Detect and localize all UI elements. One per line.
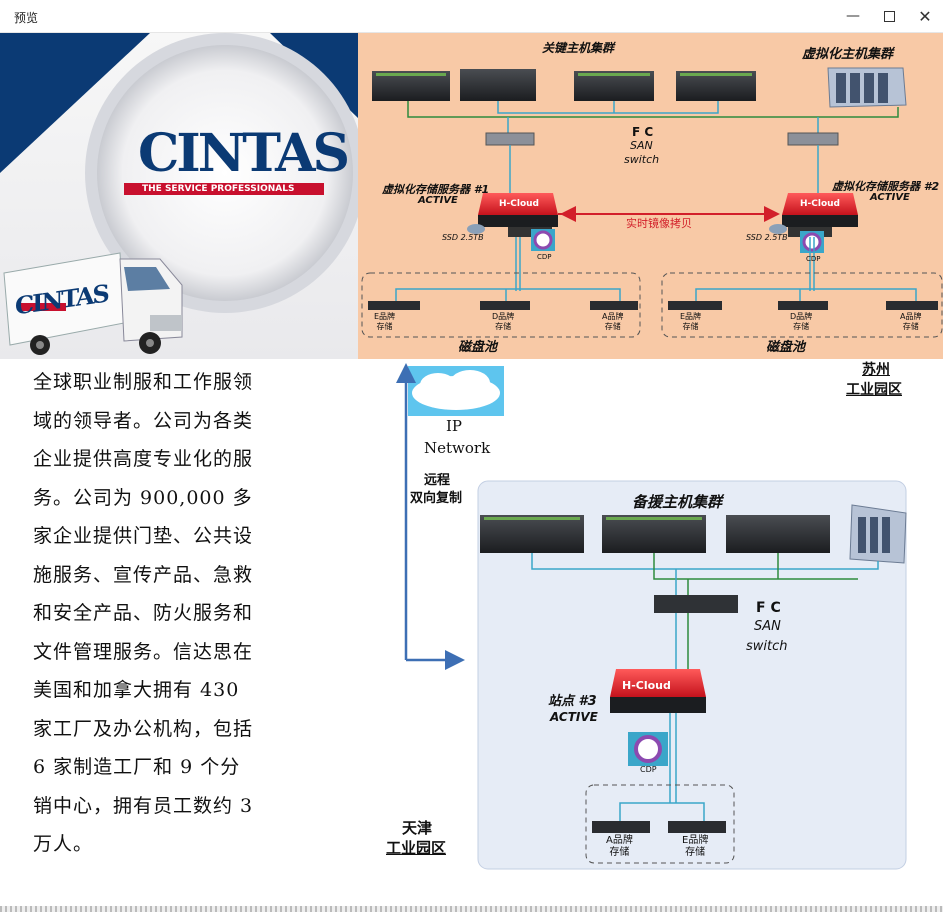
ip-label: IP (446, 417, 463, 435)
description-line: 企业提供高度专业化的服 (33, 448, 254, 470)
description-line: 施服务、宣传产品、急救 (33, 563, 254, 586)
storage-left-e: E品牌 存储 (374, 312, 396, 331)
storage-right-a: A品牌 存储 (900, 312, 922, 331)
ip-network-cloud-icon (408, 366, 504, 416)
storage-left-d: D品牌 存储 (492, 312, 515, 331)
fc-label-bottom: F C (756, 600, 781, 616)
backup-virtual-rack (849, 504, 907, 564)
disk-pool-right (661, 272, 943, 338)
window-title: 预览 (14, 11, 39, 25)
disk-pool-label-left: 磁盘池 (458, 340, 498, 355)
company-description: 全球职业制服和工作服领 域的领导者。公司为各类 企业提供高度专业化的服 务。公司… (33, 363, 283, 864)
hcloud-label-2: H-Cloud (800, 199, 840, 209)
san-label-top: SAN (630, 139, 653, 152)
minimize-button[interactable]: — (831, 0, 875, 32)
storage-server-2-label: 虚拟化存储服务器 #2 (832, 180, 940, 193)
description-line: 域的领导者。公司为各类 (33, 409, 254, 432)
site3-storage-e: E品牌 存储 (682, 835, 709, 858)
san-switch-right (787, 132, 839, 146)
description-line: 家工厂及办公机构，包括 (33, 717, 254, 740)
storage-server-1-icon (478, 193, 558, 237)
logo-background (0, 33, 358, 313)
key-host-cluster-label: 关键主机集群 (542, 41, 615, 55)
cdp-label-3: CDP (640, 765, 657, 774)
remote-label: 远程 (424, 473, 451, 488)
cdp-icon-right (800, 231, 824, 253)
cdp-label-1: CDP (537, 253, 552, 261)
description-line: 6 家制造工厂和 9 个分 (33, 756, 241, 778)
backup-host-cluster-label: 备援主机集群 (632, 493, 723, 511)
cdp-icon-left (531, 229, 555, 251)
close-button[interactable]: ✕ (903, 0, 943, 32)
switch-label-bottom: switch (746, 639, 788, 654)
storage-server-2-status: ACTIVE (870, 192, 910, 203)
suzhou-site-label-line1: 苏州 (862, 362, 890, 378)
ssd-label-1: SSD 2.5TB (442, 233, 484, 242)
disk-pool-left (361, 272, 641, 338)
storage-right-e: E品牌 存储 (680, 312, 702, 331)
description-line: 万人。 (33, 833, 94, 855)
description-line: 家企业提供门垫、公共设 (33, 525, 254, 547)
description-line: 务。公司为 900,000 多 (33, 486, 253, 509)
logo-tagline: THE SERVICE PROFESSIONALS (142, 184, 295, 194)
virtual-host-cluster-label: 虚拟化主机集群 (802, 47, 894, 62)
description-line: 文件管理服务。信达思在 (33, 640, 254, 663)
maximize-icon (883, 10, 895, 22)
site3-disk-pool (585, 784, 735, 864)
top-host-servers (372, 69, 756, 101)
maximize-button[interactable] (867, 0, 911, 32)
network-diagram: 关键主机集群 虚拟化主机集群 F C SAN switch 虚拟化存储服务器 #… (358, 33, 943, 912)
suzhou-site-label-line2: 工业园区 (846, 382, 902, 398)
switch-label-top: switch (624, 153, 660, 166)
cintas-logo-text: CINTAS (138, 123, 350, 184)
description-line: 美国和加拿大拥有 430 (33, 679, 240, 701)
site3-storage-server-icon (610, 669, 706, 713)
next-page-edge (0, 906, 943, 912)
close-icon: ✕ (918, 6, 932, 26)
tianjin-site-label-line1: 天津 (402, 819, 433, 837)
virtual-host-rack (827, 67, 907, 108)
description-line: 全球职业制服和工作服领 (33, 371, 254, 393)
hcloud-label-3: H-Cloud (622, 679, 671, 692)
minimize-icon: — (846, 8, 860, 24)
site3-status: ACTIVE (550, 710, 598, 724)
storage-right-d: D品牌 存储 (790, 312, 813, 331)
ssd-label-2: SSD 2.5TB (746, 233, 788, 242)
preview-content: CINTAS THE SERVICE PROFESSIONALS CINTAS … (0, 33, 943, 912)
fc-label-top: F C (632, 125, 654, 139)
san-label-bottom: SAN (754, 619, 781, 634)
mirror-copy-label: 实时镜像拷贝 (626, 217, 692, 230)
cintas-logo-panel: CINTAS THE SERVICE PROFESSIONALS CINTAS (0, 33, 358, 359)
tianjin-site-label-line2: 工业园区 (386, 839, 447, 857)
truck-icon (3, 252, 183, 355)
logo-tagline-band: THE SERVICE PROFESSIONALS (124, 183, 324, 195)
description-line: 销中心，拥有员工数约 3 (33, 794, 254, 817)
storage-left-a: A品牌 存储 (602, 312, 624, 331)
diagram-graphics (358, 33, 943, 870)
backup-host-servers (480, 515, 830, 553)
description-line: 和安全产品、防火服务和 (33, 602, 254, 624)
bidirectional-replication-label: 双向复制 (410, 491, 463, 506)
backup-san-switch (654, 595, 738, 613)
site3-storage-a: A品牌 存储 (606, 835, 633, 858)
storage-server-1-status: ACTIVE (418, 195, 458, 206)
cdp-label-2: CDP (806, 255, 821, 263)
site3-label: 站点 #3 (548, 694, 597, 709)
disk-pool-label-right: 磁盘池 (766, 340, 806, 355)
network-label: Network (424, 439, 491, 457)
storage-server-1-label: 虚拟化存储服务器 #1 (382, 183, 490, 196)
cdp-icon-site3 (628, 732, 668, 766)
hcloud-label-1: H-Cloud (499, 199, 539, 209)
title-bar: 预览 — ✕ (0, 0, 943, 33)
san-switch-left (485, 132, 535, 146)
